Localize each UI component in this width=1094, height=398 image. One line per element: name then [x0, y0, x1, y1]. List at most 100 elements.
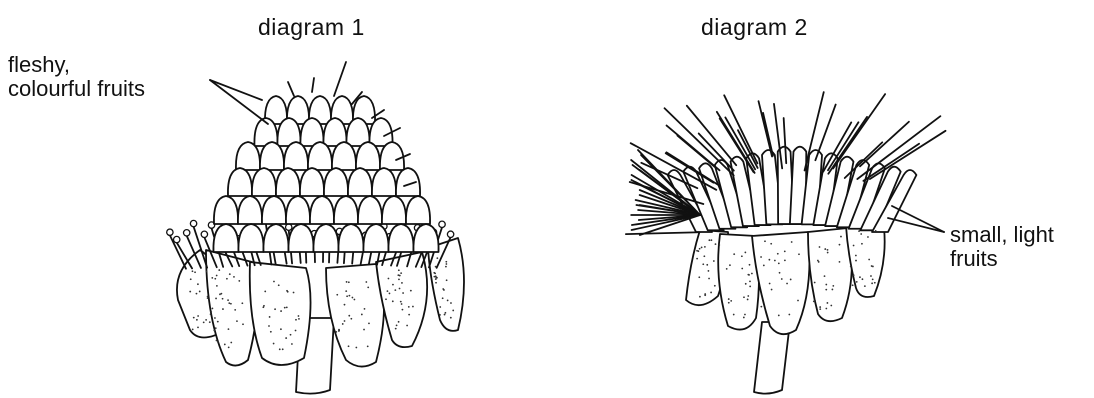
diagram1-stipple-dot — [450, 317, 452, 319]
diagram2-stipple-dot — [764, 240, 766, 242]
diagram1-stipple-dot — [189, 291, 191, 293]
diagram2-stipple-dot — [714, 285, 716, 287]
diagram2-stipple-dot — [763, 265, 765, 267]
diagram2-stipple-dot — [771, 289, 773, 291]
diagram1-stipple-dot — [228, 328, 230, 330]
diagram2-stipple-dot — [748, 274, 750, 276]
diagram2-stipple-dot — [831, 289, 833, 291]
diagram1-stipple-dot — [353, 299, 355, 301]
diagram2-stipple-dot — [768, 259, 770, 261]
diagram2-stipple-dot — [726, 268, 728, 270]
diagram1-stipple-dot — [215, 298, 217, 300]
diagram2-stipple-dot — [743, 317, 745, 319]
diagram2-stipple-dot — [778, 262, 780, 264]
diagram1-stipple-dot — [197, 283, 199, 285]
diagram1-stipple-dot — [387, 290, 389, 292]
diagram1-fruit — [313, 224, 338, 252]
diagram1-stipple-dot — [215, 327, 217, 329]
diagram1-stipple-dot — [368, 322, 370, 324]
diagram2-stipple-dot — [871, 282, 873, 284]
diagram2-stipple-dot — [741, 268, 743, 270]
diagram2-stipple-dot — [852, 284, 854, 286]
diagram1-fruit — [286, 196, 310, 224]
diagram1-fruit — [388, 224, 413, 252]
diagram1-stipple-dot — [445, 266, 447, 268]
diagram1-stipple-dot — [445, 263, 447, 265]
diagram2-stipple-dot — [744, 252, 746, 254]
diagram1-stipple-dot — [345, 290, 347, 292]
diagram1-stipple-dot — [273, 281, 275, 283]
diagram2-stipple-dot — [825, 289, 827, 291]
diagram1-stipple-dot — [399, 275, 401, 277]
diagram2-stipple-dot — [733, 314, 735, 316]
diagram1-stipple-dot — [389, 293, 391, 295]
diagram1-stipple-dot — [400, 272, 402, 274]
diagram1-fruit — [252, 168, 276, 196]
diagram1-fruit — [369, 118, 392, 146]
diagram1-stipple-dot — [342, 323, 344, 325]
diagram2-stipple-dot — [872, 266, 874, 268]
diagram1-stipple-dot — [274, 308, 276, 310]
diagram1-stipple-dot — [298, 315, 300, 317]
diagram2-stipple-dot — [855, 255, 857, 257]
diagram1-stipple-dot — [197, 326, 199, 328]
diagram1-stipple-dot — [205, 319, 207, 321]
diagram2-stipple-dot — [825, 284, 827, 286]
diagram1-stipple-dot — [211, 277, 213, 279]
diagram1-hair — [334, 62, 346, 96]
diagram2-bristle — [687, 106, 736, 165]
diagram1-stipple-dot — [363, 329, 365, 331]
diagram1-stipple-dot — [196, 319, 198, 321]
diagram1-stipple-dot — [410, 290, 412, 292]
diagram2-stipple-dot — [874, 282, 876, 284]
diagram1-stipple-dot — [280, 328, 282, 330]
diagram1-stipple-dot — [408, 306, 410, 308]
diagram1-fruits — [213, 62, 438, 252]
diagram1-stipple-dot — [401, 282, 403, 284]
diagram1-stipple-dot — [226, 278, 228, 280]
diagram1-stipple-dot — [262, 306, 264, 308]
diagram1-stipple-dot — [388, 278, 390, 280]
diagram2-stipple-dot — [786, 283, 788, 285]
diagram1-stipple-dot — [434, 273, 436, 275]
diagram2-stipple-dot — [850, 266, 852, 268]
diagram2-stipple-dot — [870, 275, 872, 277]
diagram2-stipple-dot — [741, 255, 743, 257]
diagram1-fruit — [276, 168, 300, 196]
diagram2-stipple-dot — [696, 258, 698, 260]
diagram2-pointer-1 — [892, 206, 944, 232]
diagram2-stipple-dot — [839, 261, 841, 263]
diagram2-stipple-dot — [856, 281, 858, 283]
diagram1-stipple-dot — [222, 308, 224, 310]
diagram2-stipple-dot — [713, 260, 715, 262]
diagram2-stipple-dot — [819, 308, 821, 310]
diagram1-stipple-dot — [433, 276, 435, 278]
diagram2-stipple-dot — [860, 233, 862, 235]
diagram1-stipple-dot — [229, 273, 231, 275]
diagram1-stipple-dot — [442, 297, 444, 299]
diagram2-stipple-dot — [827, 252, 829, 254]
diagram1-stipple-dot — [282, 348, 284, 350]
diagram2-stipple-dot — [733, 253, 735, 255]
diagram1-stipple-dot — [213, 330, 215, 332]
diagram2-stipple-dot — [864, 285, 866, 287]
diagram1-stipple-dot — [190, 278, 192, 280]
diagram1-stipple-dot — [439, 306, 441, 308]
diagram1-fruit — [214, 196, 238, 224]
diagram1-fruit — [213, 224, 238, 252]
diagram2-stipple-dot — [784, 251, 786, 253]
diagram1-fruit — [324, 168, 348, 196]
diagram1-stipple-dot — [210, 311, 212, 313]
diagram1-stipple-dot — [228, 346, 230, 348]
diagram1-stipple-dot — [445, 261, 447, 263]
diagram2-bristle — [759, 101, 773, 156]
diagram1-stamen-tip — [286, 224, 292, 230]
diagram1-stipple-dot — [447, 300, 449, 302]
diagram1-stipple-dot — [287, 291, 289, 293]
diagram2-stipple-dot — [728, 302, 730, 304]
diagram1-stipple-dot — [291, 343, 293, 345]
diagram1-stipple-dot — [361, 314, 363, 316]
diagram2-stipple-dot — [747, 299, 749, 301]
diagram1-stipple-dot — [278, 284, 280, 286]
diagram1-stipple-dot — [203, 321, 205, 323]
